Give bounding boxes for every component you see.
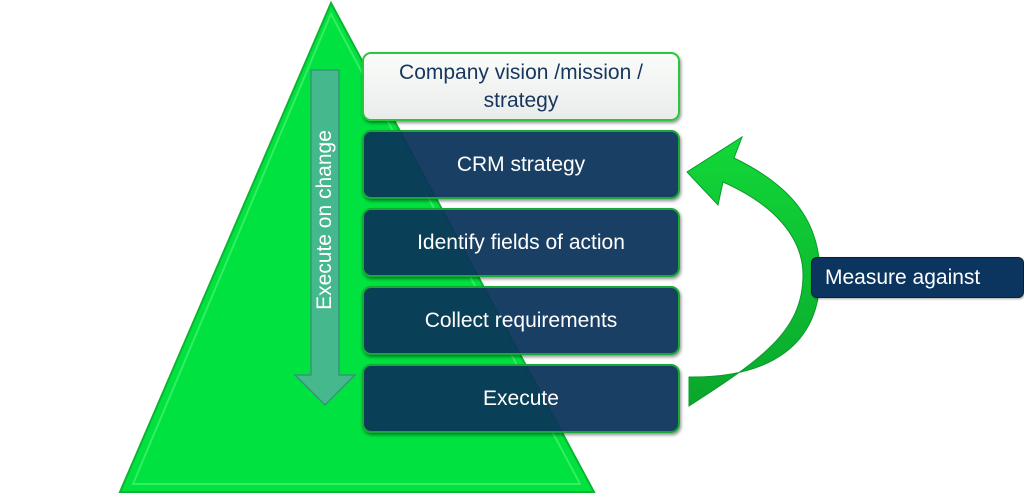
level-label: Execute <box>483 386 559 410</box>
level-execute: Execute <box>362 364 680 433</box>
level-label: Collect requirements <box>424 308 618 332</box>
measure-against-text: Measure against <box>825 265 981 289</box>
measure-against-label: Measure against <box>811 257 1024 298</box>
level-collect-requirements: Collect requirements <box>362 286 680 355</box>
level-label: Company vision /mission / strategy <box>399 60 643 112</box>
curved-arrow-icon <box>686 135 821 407</box>
arrow-down-icon <box>293 69 357 407</box>
level-crm-strategy: CRM strategy <box>362 130 680 199</box>
level-label: Identify fields of action <box>417 230 625 254</box>
execute-on-change-label-wrap: Execute on change <box>296 65 354 375</box>
level-identify-fields: Identify fields of action <box>362 208 680 277</box>
execute-on-change-label: Execute on change <box>313 130 336 310</box>
level-company-vision: Company vision /mission / strategy <box>362 52 680 121</box>
level-label: CRM strategy <box>456 152 586 176</box>
